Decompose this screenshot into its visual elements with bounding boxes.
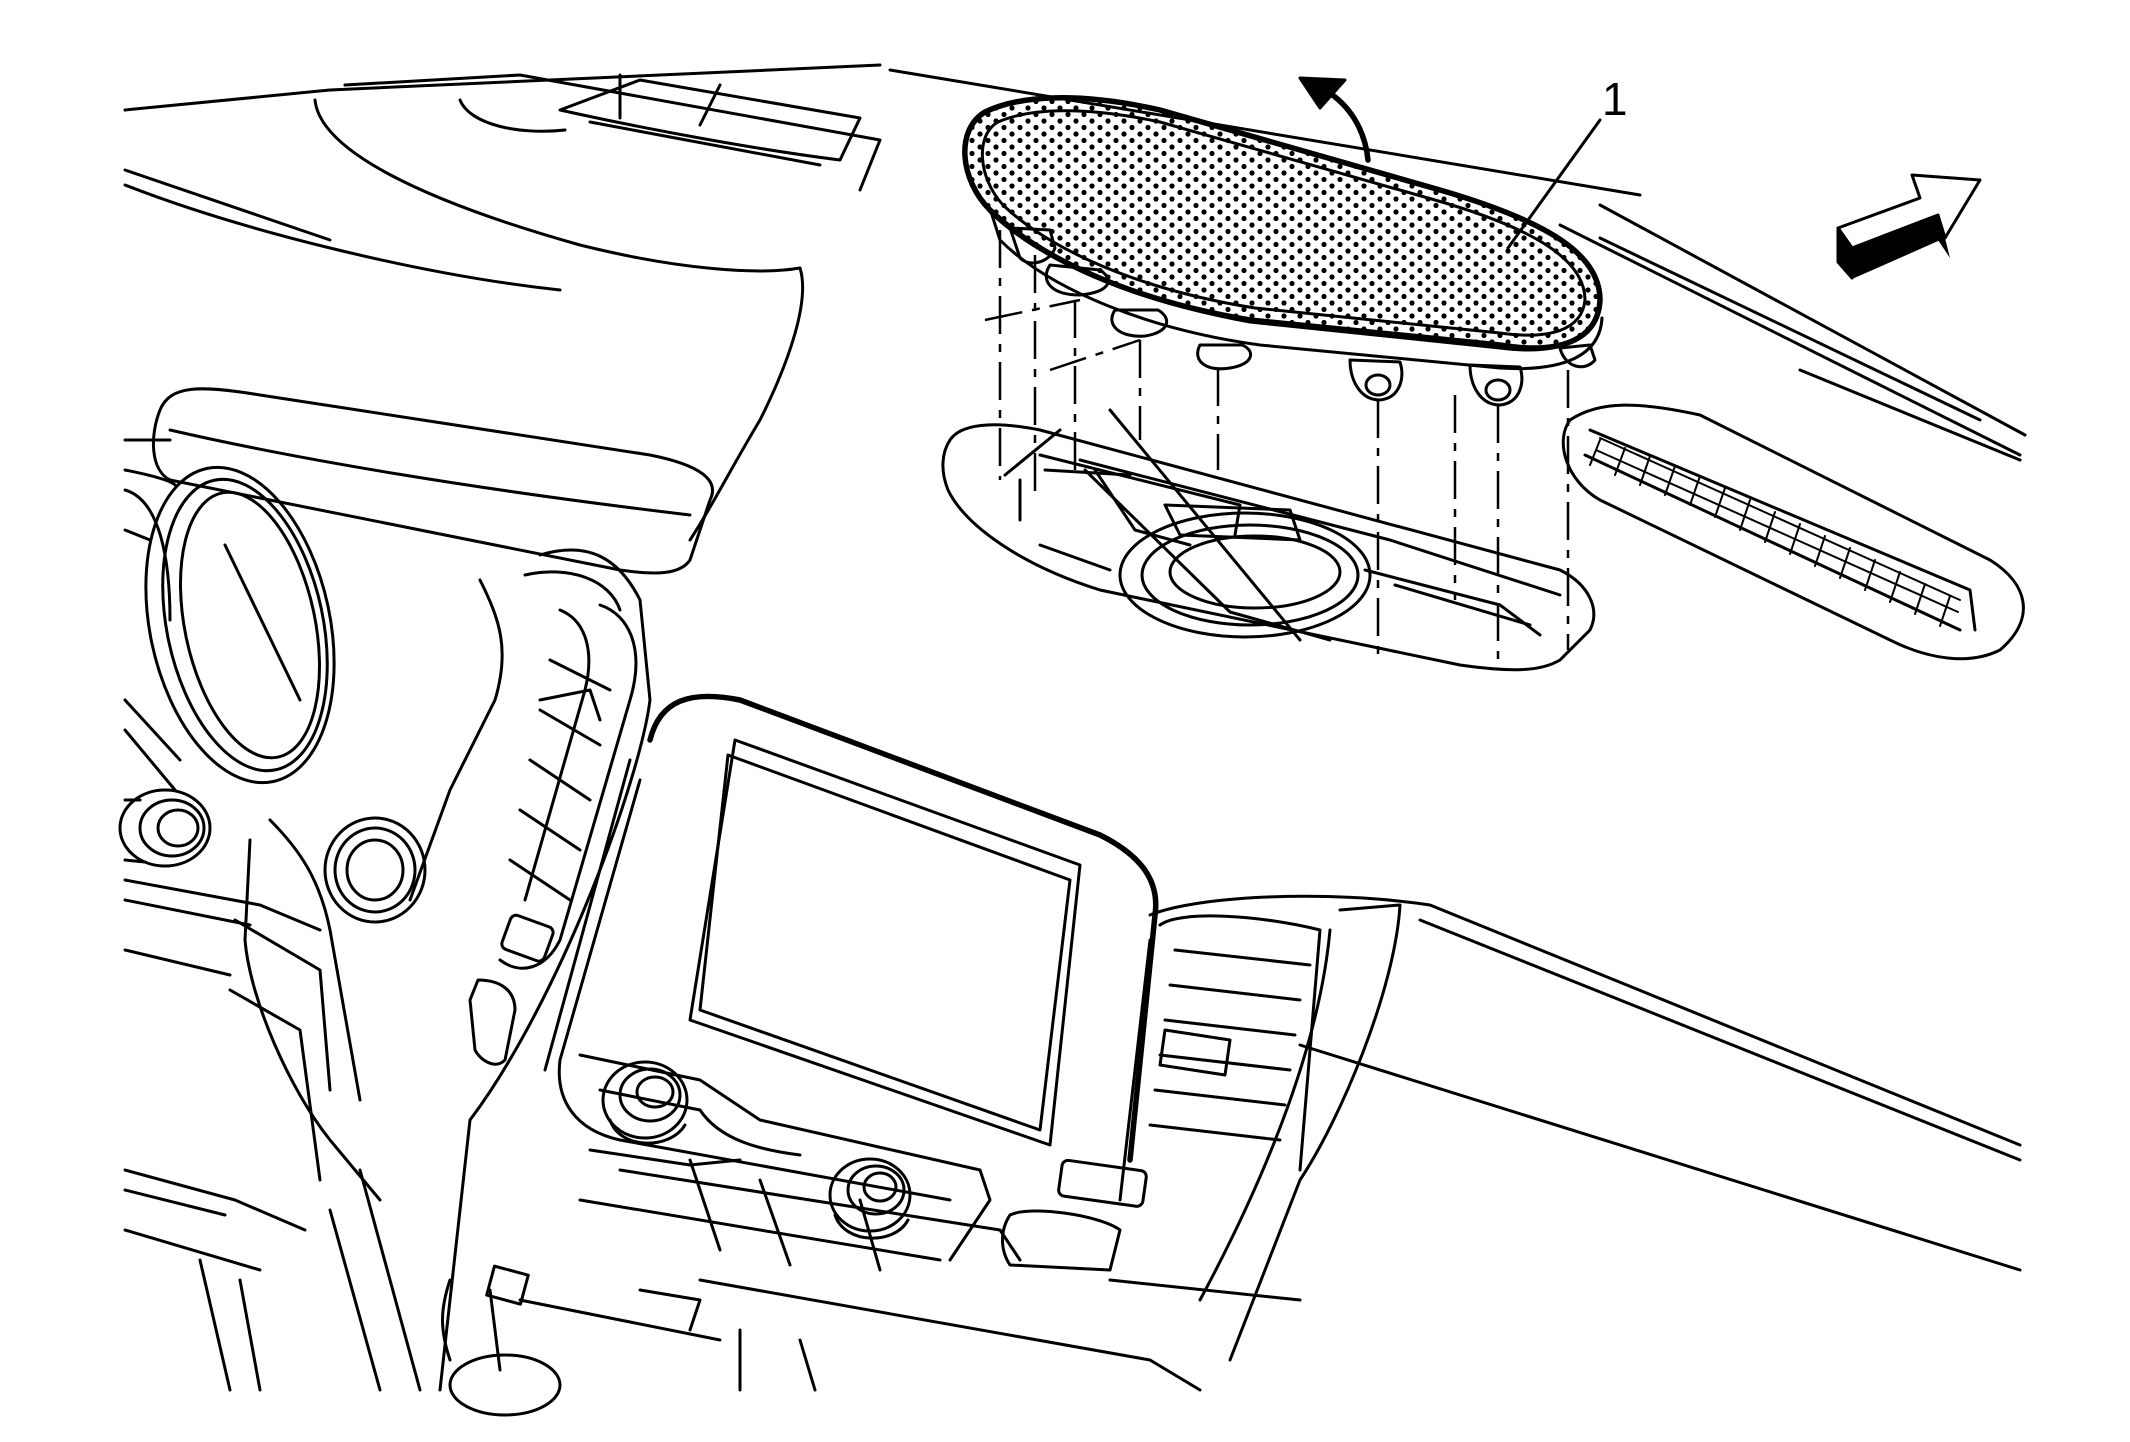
left-control-knob bbox=[118, 788, 212, 868]
windshield-edge-lines bbox=[123, 63, 2027, 462]
lower-center-console bbox=[441, 1264, 817, 1417]
left-air-vent bbox=[468, 603, 638, 1066]
display-screen bbox=[688, 738, 1082, 1147]
instrument-cluster-hood bbox=[123, 387, 714, 575]
display-housing bbox=[543, 693, 1159, 1202]
left-lower-dash bbox=[123, 878, 322, 1392]
callout-label: 1 bbox=[1602, 73, 1628, 125]
gauge-bezel bbox=[123, 465, 336, 792]
callout-1: 1 bbox=[1506, 73, 1628, 250]
right-air-vent bbox=[1001, 914, 1322, 1272]
center-stack-surround bbox=[228, 548, 652, 1392]
speaker-mounting-opening bbox=[941, 408, 1596, 672]
radio-control-panel bbox=[578, 1053, 992, 1272]
speaker-grille bbox=[962, 95, 1604, 407]
removal-direction-arrow-icon bbox=[1298, 76, 1371, 163]
installation-alignment-lines bbox=[984, 230, 1570, 665]
dash-top-left bbox=[123, 73, 882, 542]
right-dash-panel bbox=[618, 894, 2022, 1392]
right-defrost-vent bbox=[1561, 403, 2025, 661]
vehicle-front-direction-arrow-icon bbox=[1836, 173, 1982, 280]
